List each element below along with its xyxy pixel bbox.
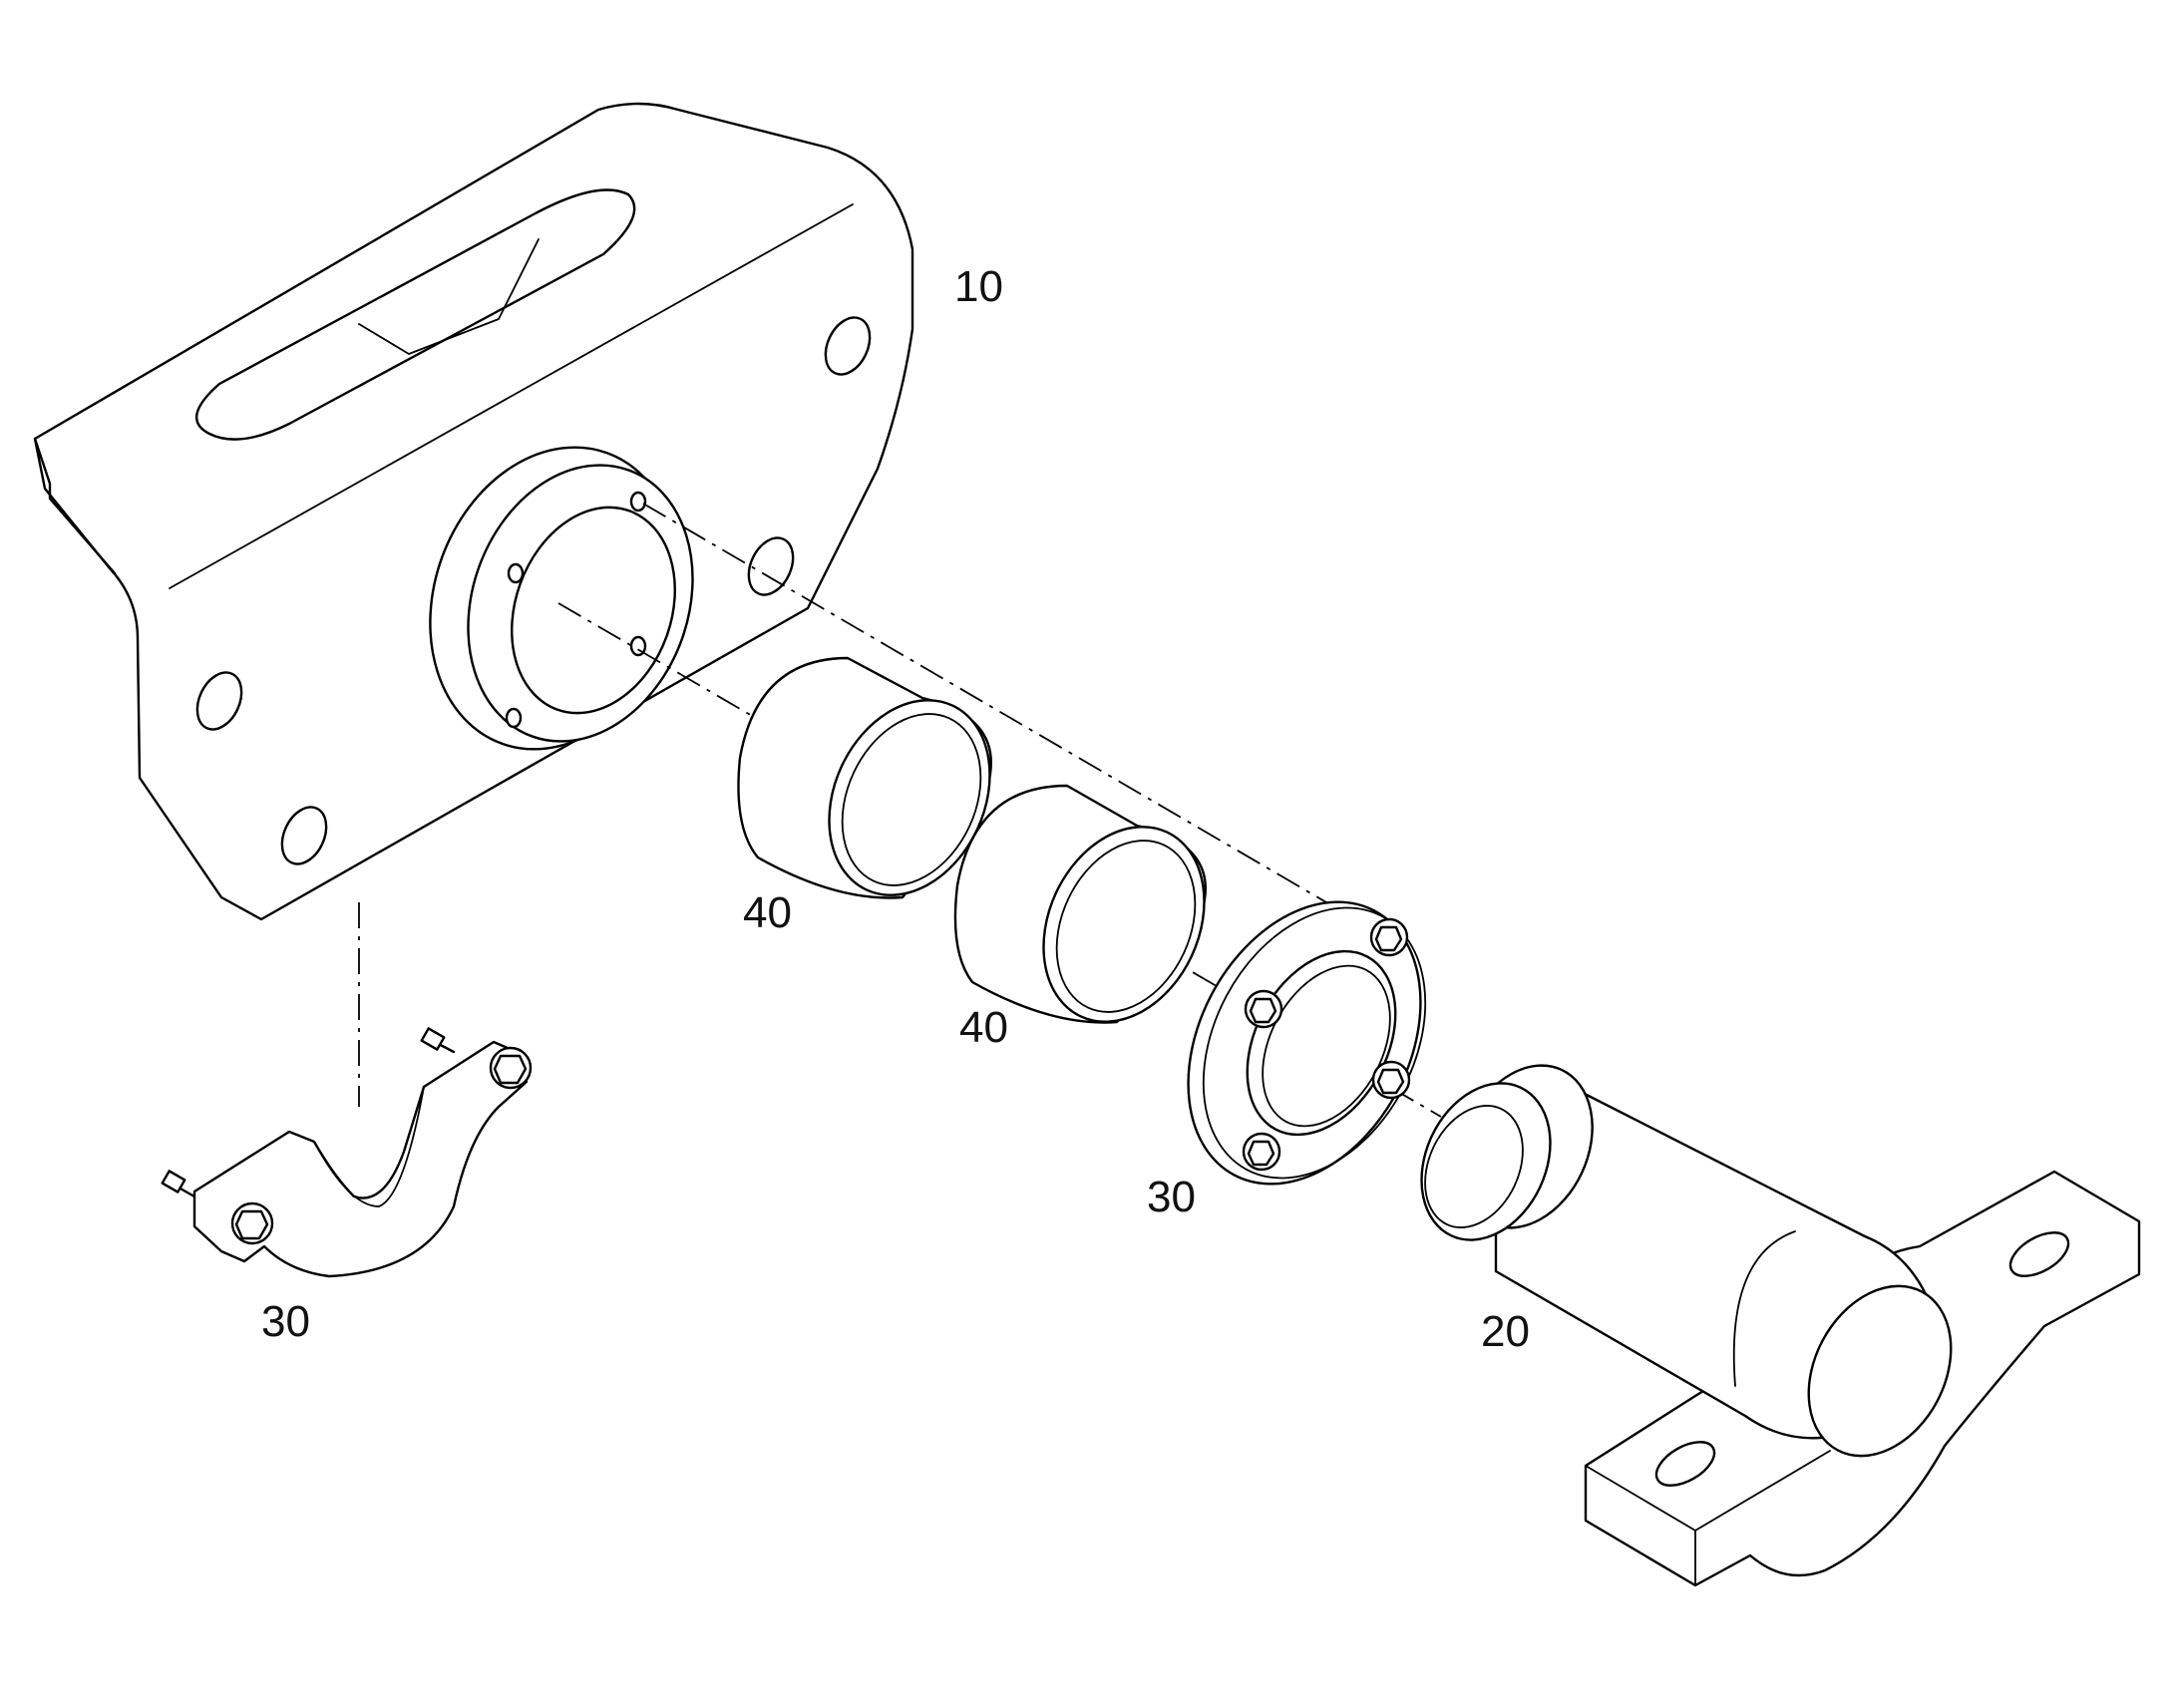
flange-part — [1187, 900, 1427, 1186]
bracket-hole-lower-left — [280, 806, 328, 865]
axle-saddle-edge — [1585, 1450, 1831, 1586]
axle-saddle-hole-right — [2008, 1231, 2070, 1277]
callout-bracket: 10 — [954, 262, 1003, 311]
flange-bolt-4 — [1242, 1132, 1281, 1172]
bracket-hole-upper-right — [824, 316, 872, 376]
callout-bushing-a: 40 — [743, 888, 792, 937]
bracket-part — [33, 102, 914, 921]
callout-clamp: 30 — [261, 1297, 310, 1346]
bushing-b-face — [1042, 826, 1206, 1023]
bracket-boss-bore — [511, 506, 676, 715]
axle-shaft-end-face — [1807, 1284, 1953, 1458]
bracket-slot — [194, 188, 636, 441]
flange-bolt-3 — [1371, 1060, 1411, 1100]
bushing-a-part — [737, 656, 992, 899]
bushing-b-part — [953, 784, 1207, 1024]
bracket-boss-hole-1 — [629, 491, 647, 512]
bracket-boss-hole-3 — [507, 562, 525, 584]
axle-collar — [1420, 1082, 1552, 1241]
callout-labels: 10 40 40 30 30 20 — [261, 262, 1530, 1356]
clamp-stud-right — [420, 1027, 456, 1054]
bracket-top-edge — [169, 203, 854, 589]
callout-axle: 20 — [1481, 1307, 1530, 1356]
bracket-hole-left — [195, 671, 243, 731]
axle-part — [1420, 1064, 2141, 1587]
bracket-slot-inner — [358, 238, 540, 355]
clamp-stud-left — [161, 1170, 196, 1198]
axle-shaft-step — [1732, 1230, 1796, 1387]
bushing-a-bore — [841, 713, 982, 886]
clamp-nut-right — [489, 1046, 533, 1090]
bracket-hole-mid-right — [747, 536, 795, 596]
callout-flange: 30 — [1147, 1173, 1196, 1221]
axis-bolt — [642, 503, 1327, 903]
clamp-inner-curve — [313, 1086, 425, 1207]
axle-saddle-hole-left — [1654, 1441, 1716, 1487]
flange-bolt-1 — [1369, 917, 1409, 957]
bracket-boss-hole-2 — [629, 635, 647, 657]
flange-bolt-2 — [1244, 989, 1283, 1029]
bushing-b-bore — [1055, 840, 1197, 1013]
bracket-left-edge — [33, 437, 117, 575]
callout-bushing-b: 40 — [959, 1003, 1008, 1052]
clamp-part — [161, 1027, 533, 1278]
bracket-boss-hole-4 — [505, 707, 523, 729]
clamp-nut-left — [230, 1201, 274, 1245]
axle-collar-inner — [1424, 1105, 1524, 1228]
